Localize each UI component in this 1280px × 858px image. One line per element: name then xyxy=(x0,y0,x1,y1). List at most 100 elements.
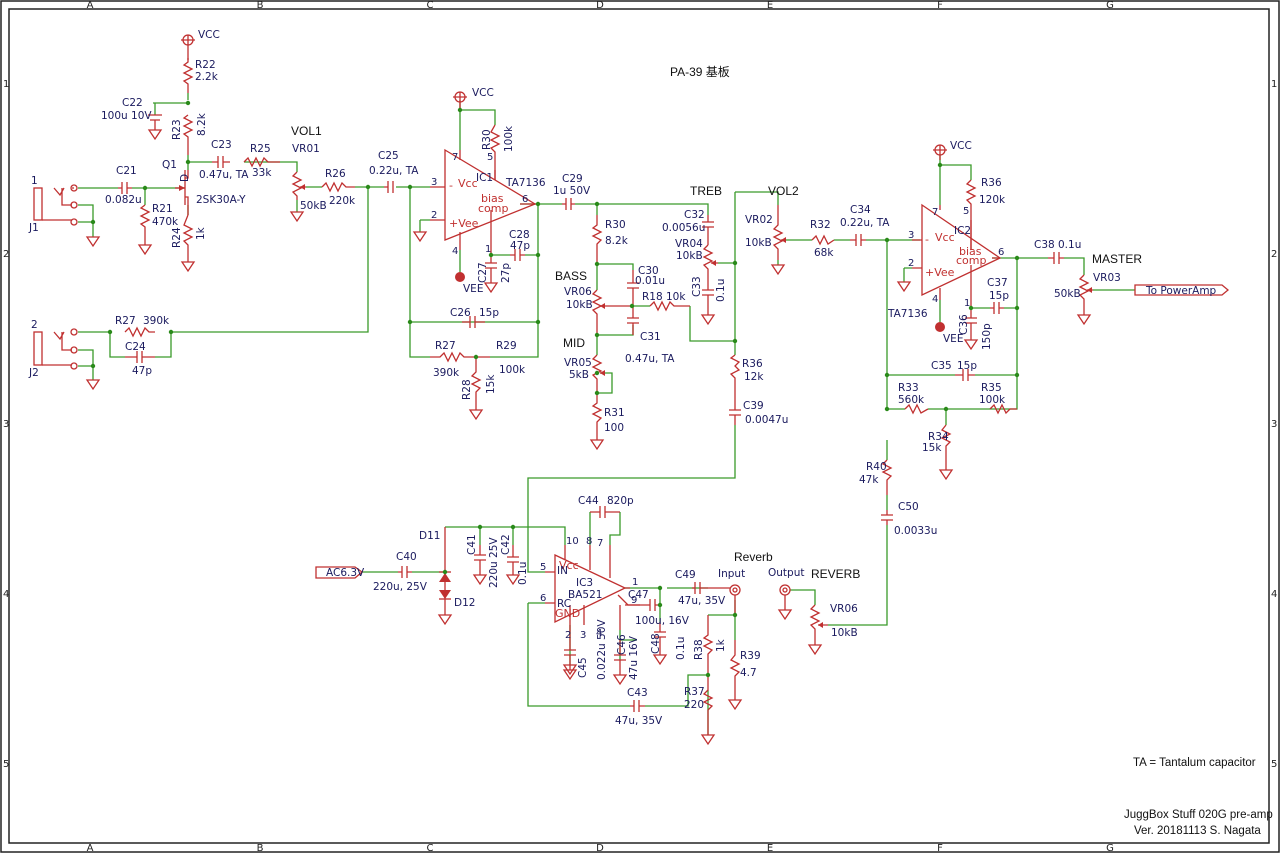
ic2-pin7: 7 xyxy=(932,207,938,218)
r27-resistor-j2 xyxy=(124,326,155,338)
c44-value: 820p xyxy=(607,495,634,507)
c31-ref: C31 xyxy=(640,331,661,343)
ground-icon xyxy=(289,211,305,223)
r29-value: 100k xyxy=(499,364,526,376)
r36-ic2-ref: R36 xyxy=(981,177,1002,189)
ic1-pin4: 4 xyxy=(452,246,458,257)
c45-value: 0.022u 50V xyxy=(596,619,608,680)
ground-icon xyxy=(1076,314,1092,326)
r27-value: 390k xyxy=(143,315,170,327)
ic1-pin7: 7 xyxy=(452,152,458,163)
c41-ref: C41 xyxy=(466,534,478,555)
junction-dot xyxy=(185,100,191,106)
vr03-pot xyxy=(1078,274,1093,315)
vr06-reverb-ref: VR06 xyxy=(830,603,858,615)
r27b-ref: R27 xyxy=(435,340,456,352)
junction-dot xyxy=(535,201,541,207)
junction-dot xyxy=(407,184,413,190)
c49-value: 47u, 35V xyxy=(678,595,726,607)
ic3-pin1: 1 xyxy=(632,577,638,588)
r18-resistor xyxy=(649,300,690,312)
ground-icon xyxy=(180,261,196,273)
c35-value: 15p xyxy=(957,360,977,372)
ic1-ref: IC1 xyxy=(476,172,493,184)
to-poweramp-flag xyxy=(1134,284,1230,296)
r34-resistor xyxy=(940,424,952,470)
c46-ref: C46 xyxy=(616,634,628,655)
ground-icon xyxy=(589,439,605,451)
r28-resistor xyxy=(470,357,482,410)
to-poweramp-label: To PowerAmp xyxy=(1145,285,1217,297)
c31-capacitor xyxy=(627,306,639,335)
c43-value: 47u, 35V xyxy=(615,715,663,727)
c33-value: 0.1u xyxy=(715,279,727,302)
c40-value: 220u, 25V xyxy=(373,581,428,593)
c44-capacitor xyxy=(590,506,620,518)
junction-dot xyxy=(1014,255,1020,261)
title-block-line2: Ver. 20181113 S. Nagata xyxy=(1134,825,1261,837)
ground-icon xyxy=(938,469,954,481)
c22-ref: C22 xyxy=(122,97,143,109)
row-label: 4 xyxy=(1271,589,1277,600)
j1-pin: 1 xyxy=(31,175,38,187)
junction-dot xyxy=(90,219,96,225)
r28-value: 15k xyxy=(485,374,497,394)
r22-resistor xyxy=(182,58,194,93)
ic2-pin3: 3 xyxy=(908,230,914,241)
ground-icon xyxy=(437,614,453,626)
vr04-value: 10kB xyxy=(676,250,703,262)
r34-ref: R34 xyxy=(928,431,949,443)
c24-value: 47p xyxy=(132,365,152,377)
c25-value: 0.22u, TA xyxy=(369,165,419,177)
c36-ref: C36 xyxy=(958,314,970,335)
c39-value: 0.0047u xyxy=(745,414,788,426)
c41-capacitor xyxy=(474,545,486,575)
ic1-pin1: 1 xyxy=(485,244,491,255)
c46-capacitor xyxy=(614,640,626,675)
r33-ref: R33 xyxy=(898,382,919,394)
vr06-bass-ref: VR06 xyxy=(564,286,592,298)
reverb-label: REVERB xyxy=(811,567,860,581)
ground-icon xyxy=(727,699,743,711)
r24-ref: R24 xyxy=(171,227,183,248)
ic3-ref: IC3 xyxy=(576,577,593,589)
c47-value: 100u, 16V xyxy=(635,615,690,627)
junction-dot xyxy=(442,569,448,575)
junction-dot xyxy=(510,524,516,530)
c46-value: 47u 16V xyxy=(628,635,640,680)
r35-ref: R35 xyxy=(981,382,1002,394)
r30-ic1-ref: R30 xyxy=(481,129,493,150)
vr06-bass-pot xyxy=(591,289,632,335)
ic3-pin10: 10 xyxy=(566,536,579,547)
ic2-comp-text: comp xyxy=(956,254,986,267)
c29-capacitor xyxy=(562,198,575,210)
c42-capacitor xyxy=(507,545,519,575)
c24-capacitor xyxy=(125,351,155,363)
c38-capacitor xyxy=(1048,252,1064,264)
r40-value: 47k xyxy=(859,474,879,486)
c32-value: 0.0056u xyxy=(662,222,705,234)
d12-ref: D12 xyxy=(454,597,475,609)
column-label: E xyxy=(767,843,773,853)
junction-dot xyxy=(185,159,191,165)
c26-capacitor xyxy=(462,316,485,328)
r40-ref: R40 xyxy=(866,461,887,473)
ic1-pin6: 6 xyxy=(522,194,528,205)
junction-dot xyxy=(657,602,663,608)
row-label: 5 xyxy=(3,759,9,770)
components xyxy=(33,34,1230,735)
c30-ref: C30 xyxy=(638,265,659,277)
ic1-bias-text: bias xyxy=(481,192,504,205)
r39-resistor xyxy=(729,640,741,700)
r23-value: 8.2k xyxy=(196,112,208,136)
ground-symbols xyxy=(85,129,1092,746)
treb-label: TREB xyxy=(690,184,722,198)
ground-icon xyxy=(137,244,153,256)
column-label: B xyxy=(257,0,264,11)
ground-icon xyxy=(85,236,101,248)
c45-ref: C45 xyxy=(577,657,589,678)
master-label: MASTER xyxy=(1092,252,1142,266)
c24-ref: C24 xyxy=(125,341,146,353)
vol2-label: VOL2 xyxy=(768,184,799,198)
